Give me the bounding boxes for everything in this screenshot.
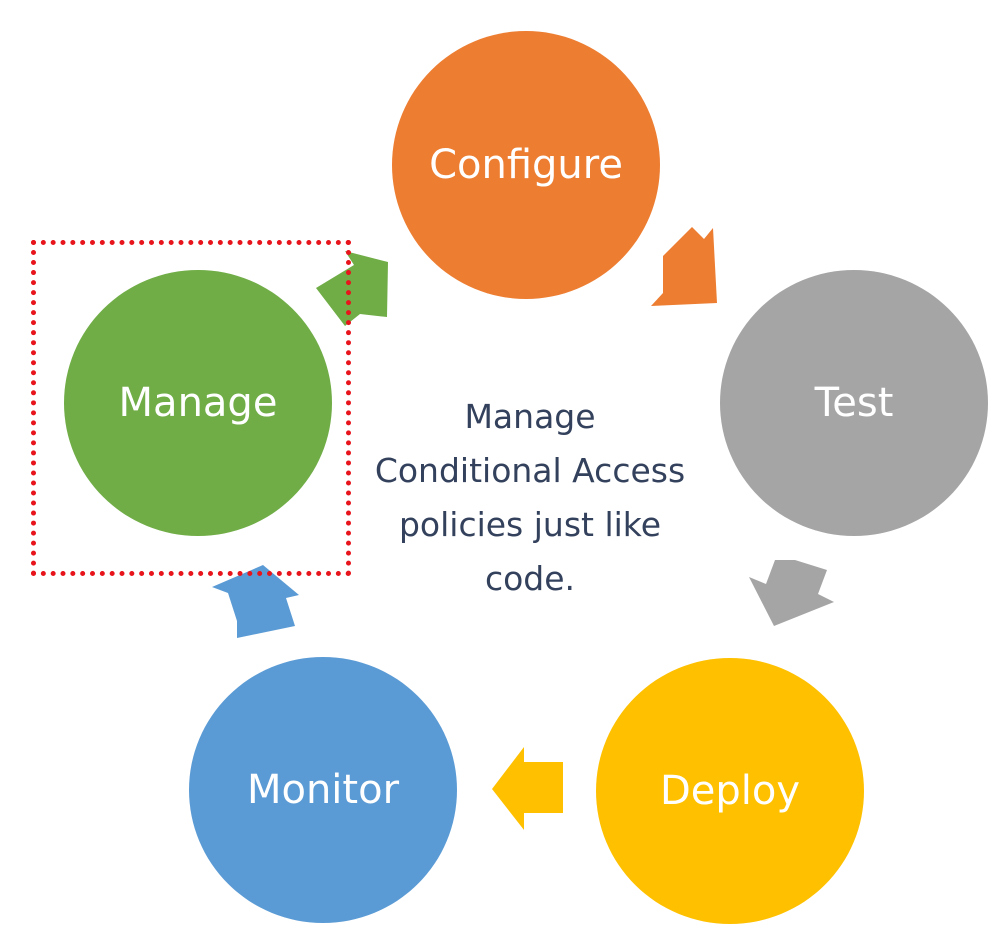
arrow-monitor-to-manage [212, 565, 299, 638]
manage-highlight-box [31, 240, 351, 576]
center-caption-line-2: Conditional Access [374, 451, 686, 490]
arrow-configure-to-test [651, 227, 717, 306]
center-caption-line-4: code. [484, 559, 576, 598]
node-test: Test [720, 270, 988, 536]
node-test-label: Test [814, 380, 894, 426]
node-deploy: Deploy [596, 658, 864, 924]
node-manage: Manage [64, 270, 332, 536]
center-caption-line-3: policies just like [398, 505, 662, 544]
node-configure-label: Configure [429, 142, 623, 188]
arrow-test-to-deploy [749, 560, 834, 626]
node-configure: Configure [392, 31, 660, 299]
node-monitor: Monitor [189, 657, 457, 923]
arrow-manage-to-configure [316, 251, 388, 326]
arrow-deploy-to-monitor [492, 747, 563, 830]
node-manage-label: Manage [118, 380, 278, 426]
node-deploy-label: Deploy [659, 768, 801, 814]
center-caption: Manage Conditional Access policies just … [355, 390, 705, 606]
center-caption-line-1: Manage [464, 397, 596, 436]
node-monitor-label: Monitor [246, 767, 400, 813]
